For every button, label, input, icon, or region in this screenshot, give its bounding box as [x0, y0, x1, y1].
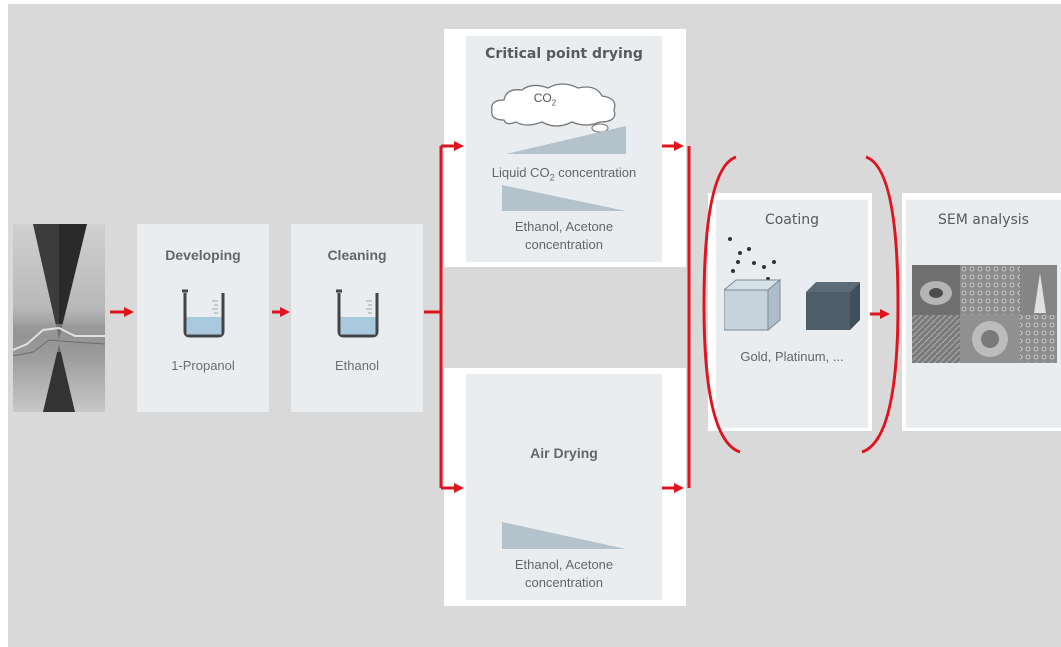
- liquid-co2-label: Liquid CO2 concentration: [466, 164, 662, 187]
- arrowhead: [124, 307, 134, 317]
- arrowhead: [454, 483, 464, 493]
- coating-illustration: [722, 232, 864, 332]
- sem-title: SEM analysis: [938, 212, 1029, 228]
- beaker-icon: [180, 283, 228, 339]
- sample-image: [12, 224, 106, 412]
- arrowhead: [454, 141, 464, 151]
- liquid-co2-suffix: concentration: [554, 165, 637, 180]
- liquid-co2-prefix: Liquid CO: [491, 165, 550, 180]
- cube-icon: [722, 278, 782, 332]
- cloud-formula: CO2: [521, 91, 569, 107]
- cloud-label-text: CO: [533, 91, 552, 105]
- cloud-label-sub: 2: [551, 98, 557, 108]
- cloud-icon: [486, 80, 636, 136]
- developing-title: Developing: [165, 247, 241, 263]
- sem-image: [912, 265, 1057, 363]
- coating-materials: Gold, Platinum, ...: [740, 349, 844, 364]
- beaker-icon: [334, 283, 382, 339]
- air-drying-title: Air Drying: [530, 445, 598, 461]
- liquid-co2-sub: 2: [549, 172, 555, 183]
- developing-solvent: 1-Propanol: [171, 358, 235, 373]
- cpd-ethanol-line1: Ethanol, Acetone: [514, 219, 614, 234]
- coating-title: Coating: [764, 212, 820, 228]
- cleaning-title: Cleaning: [327, 247, 387, 263]
- air-ethanol-line1: Ethanol, Acetone: [514, 557, 614, 572]
- cleaning-solvent: Ethanol: [334, 358, 380, 373]
- left-bracket: [702, 155, 741, 454]
- arrowhead: [674, 141, 684, 151]
- ethanol-decreasing-wedge: [502, 185, 626, 211]
- right-bracket: [861, 155, 900, 454]
- air-ethanol-line2: concentration: [524, 575, 604, 590]
- arrowhead: [280, 307, 290, 317]
- arrowhead: [674, 483, 684, 493]
- critical-point-drying-title: Critical point drying: [485, 46, 643, 62]
- co2-increasing-wedge: [506, 124, 626, 154]
- air-ethanol-wedge: [502, 522, 626, 549]
- cube-icon: [806, 282, 860, 330]
- air-drying-step: [466, 374, 662, 600]
- arrowhead: [880, 309, 890, 319]
- cpd-ethanol-line2: concentration: [524, 237, 604, 252]
